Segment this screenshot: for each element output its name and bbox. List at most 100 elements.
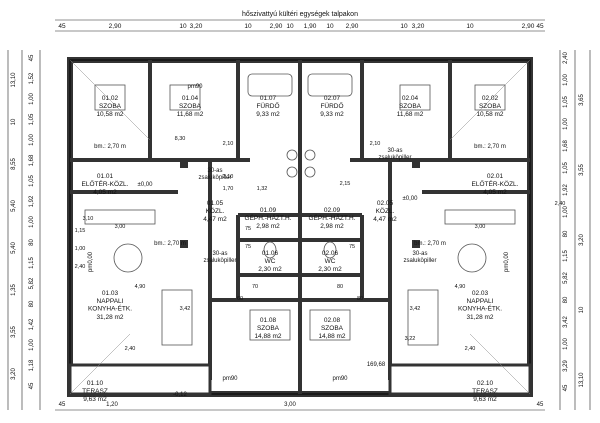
- left-dim: 80: [29, 300, 35, 307]
- room-name: SZOBA: [179, 103, 202, 110]
- right-outer-dim: 13,10: [579, 372, 585, 388]
- room-name: SZOBA: [99, 103, 122, 110]
- right-dim: 1,05: [563, 96, 569, 108]
- inner-dim: 2,10: [223, 174, 234, 180]
- right-dim: 3,29: [563, 360, 569, 372]
- room-name: ELŐTÉR-KÖZL.: [472, 179, 519, 188]
- left-dim: 1,00: [29, 339, 35, 351]
- room-area: 2,98 m2: [320, 223, 344, 230]
- left-outer-dim: 5,40: [11, 200, 17, 212]
- room-name: WC: [265, 258, 276, 265]
- bottom-dim: 3,00: [284, 402, 296, 408]
- inner-dim: 8,30: [175, 136, 186, 142]
- column-note: 30-as: [207, 168, 222, 174]
- right-dim: 1,92: [563, 184, 569, 196]
- room-id: 02.07: [324, 95, 341, 102]
- inner-dim: 3,42: [410, 306, 421, 312]
- room-name: GÉPH.-HÁZT.H.: [309, 213, 356, 222]
- floor-level: ±0,00: [138, 182, 154, 188]
- room-id: 01.04: [182, 95, 199, 102]
- room-id: 02.01: [487, 173, 504, 180]
- right-dim: 5,82: [563, 272, 569, 284]
- room-area: 2,98 m2: [256, 223, 280, 230]
- inner-dim: 3,42: [180, 306, 191, 312]
- inner-dim: 3,00: [475, 224, 486, 230]
- inner-dim: 75: [245, 244, 251, 250]
- top-dim: 45: [58, 23, 66, 30]
- right-dim: 1,00: [563, 118, 569, 130]
- sill-height: pm90: [187, 84, 203, 90]
- room-name: FÜRDŐ: [256, 101, 279, 110]
- left-outer-dim: 13,10: [11, 72, 17, 88]
- column-note: 30-as: [212, 251, 227, 257]
- right-dim: 1,00: [563, 74, 569, 86]
- room-id: 01.07: [260, 95, 277, 102]
- inner-dim: 2,40: [125, 346, 136, 352]
- room-name: SZOBA: [479, 103, 502, 110]
- left-outer-dim: 10: [11, 118, 17, 125]
- room-area: 10,58 m2: [96, 111, 123, 118]
- room-area: 4,05 m2: [93, 189, 117, 196]
- right-dim: 45: [563, 384, 569, 391]
- floor-level: pm0,00: [88, 251, 94, 272]
- left-dim: 45: [29, 382, 35, 389]
- sill-height: pm90: [332, 376, 348, 382]
- inner-dim: 4,90: [135, 284, 146, 290]
- top-dim: 2,90: [109, 23, 122, 30]
- room-area: 2,30 m2: [258, 266, 282, 273]
- left-dim: 45: [29, 54, 35, 61]
- room-area: 9,63 m2: [473, 396, 497, 403]
- left-dim: 1,42: [29, 318, 35, 330]
- left-dim: 5,82: [29, 277, 35, 289]
- inner-dim: 1,15: [75, 228, 86, 234]
- room-id: 02.09: [324, 207, 341, 214]
- top-dim: 10: [326, 23, 334, 30]
- top-dim: 2,90: [346, 23, 359, 30]
- left-dim: 1,00: [29, 93, 35, 105]
- right-dim: 80: [563, 230, 569, 237]
- left-outer-dim: 3,55: [11, 326, 17, 338]
- room-id: 02.04: [402, 95, 419, 102]
- column-note: zsaluköpiller: [203, 258, 236, 264]
- bottom-dim: 45: [59, 402, 66, 408]
- room-id: 01.03: [102, 290, 119, 297]
- inner-dim: 3,22: [405, 336, 416, 342]
- inner-dim: 1,32: [257, 186, 268, 192]
- room-name: GÉPH.-HÁZT.H.: [245, 213, 292, 222]
- right-outer-dim: 10: [579, 306, 585, 313]
- top-dim: 10: [466, 23, 474, 30]
- right-outer-dim: 3,65: [579, 94, 585, 106]
- columns: [180, 160, 420, 248]
- top-dim: 10: [244, 23, 252, 30]
- bathroom-fixtures: [247, 73, 353, 259]
- inner-dim: 2,15: [340, 181, 351, 187]
- room-id: 01.01: [97, 173, 114, 180]
- right-dim: 3,42: [563, 316, 569, 328]
- header-note: hőszivattyú kültéri egységek talpakon: [242, 11, 358, 18]
- room-area: 11,68 m2: [397, 111, 424, 118]
- furniture: [84, 84, 516, 346]
- top-dim: 10: [179, 23, 187, 30]
- inner-dim: 2,10: [370, 141, 381, 147]
- left-dim: 1,18: [29, 359, 35, 371]
- left-dim: 80: [29, 239, 35, 246]
- room-area: 10,58 m2: [476, 111, 503, 118]
- room-id: 02.10: [477, 380, 494, 387]
- bottom-dim: 1,20: [106, 402, 118, 408]
- bottom-dim: 45: [537, 402, 544, 408]
- left-outer-dim: 8,55: [11, 158, 17, 170]
- room-name: KÖZL.: [206, 207, 225, 215]
- left-dim: 1,52: [29, 72, 35, 84]
- roof-lines: [69, 59, 531, 395]
- right-dim: 1,15: [563, 250, 569, 262]
- terrace-level: -0,12: [173, 392, 187, 398]
- inner-dim: 4,90: [455, 284, 466, 290]
- room-area: 9,33 m2: [256, 111, 280, 118]
- inner-dim: 1,00: [75, 246, 86, 252]
- room-area: 9,63 m2: [83, 396, 107, 403]
- room-name: KONYHA-ÉTK.: [88, 304, 132, 313]
- room-name: SZOBA: [257, 325, 280, 332]
- column-note: 30-as: [412, 251, 427, 257]
- inner-dim: 2,10: [223, 141, 234, 147]
- ceiling-height: bm.: 2,70 m: [414, 241, 446, 247]
